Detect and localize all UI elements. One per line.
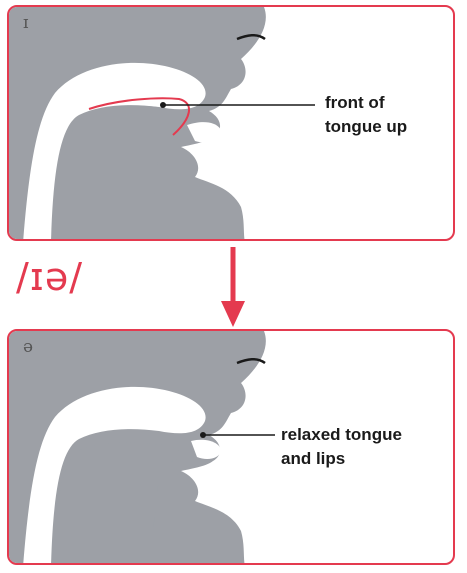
tongue (51, 442, 182, 563)
nose-line (236, 34, 266, 41)
vocal-tract (23, 62, 206, 239)
annotation-label-2: relaxed tongue and lips (281, 423, 402, 471)
lips (191, 439, 221, 459)
nose-line (236, 358, 266, 365)
pointer-dot (160, 102, 166, 108)
vocal-tract (23, 386, 206, 563)
tongue (51, 105, 181, 239)
tongue-position-highlight (88, 97, 190, 136)
ipa-diphthong-label: /ɪə/ (16, 255, 84, 299)
diagram-panel-first-sound: ɪ front of tongue up (7, 5, 455, 241)
annotation-line-1a: front of (325, 93, 385, 112)
lips (187, 122, 221, 143)
pointer-dot (200, 432, 206, 438)
phoneme-symbol-2: ə (23, 337, 34, 357)
annotation-label-1: front of tongue up (325, 91, 407, 139)
annotation-line-2a: relaxed tongue (281, 425, 402, 444)
transition-arrow (221, 247, 245, 327)
mouth-cross-section-1 (9, 7, 315, 239)
annotation-line-1b: tongue up (325, 117, 408, 136)
annotation-line-2b: and lips (281, 449, 346, 468)
mouth-cross-section-2 (9, 331, 275, 563)
diagram-panel-second-sound: ə relaxed tongue and lips (7, 329, 455, 565)
phoneme-symbol-1: ɪ (23, 13, 29, 33)
